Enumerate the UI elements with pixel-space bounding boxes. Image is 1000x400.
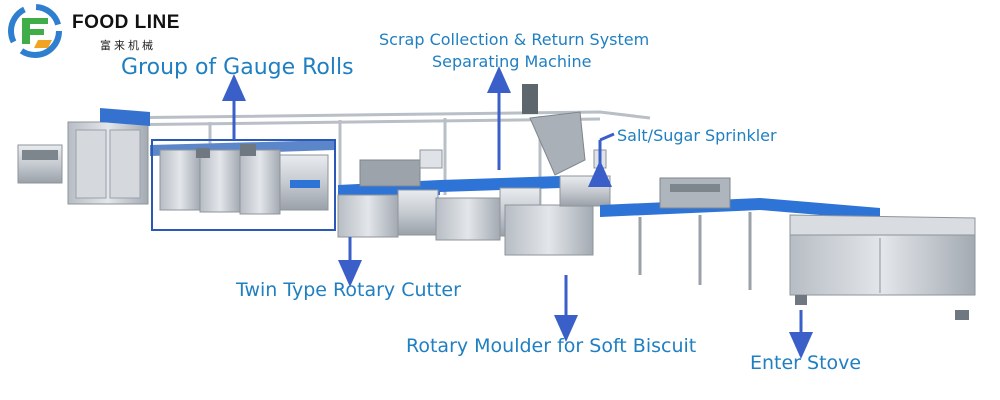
brand-logo: FOOD LINE 富来机械 — [8, 4, 198, 58]
label-twin-rotary-cutter: Twin Type Rotary Cutter — [236, 279, 461, 301]
salt-sugar-sprinkler — [600, 177, 760, 290]
label-rotary-moulder: Rotary Moulder for Soft Biscuit — [406, 335, 697, 357]
label-gauge-rolls: Group of Gauge Rolls — [121, 55, 354, 80]
stove-entrance — [760, 198, 976, 320]
gauge-rolls-machines — [150, 140, 335, 215]
label-enter-stove: Enter Stove — [750, 352, 862, 374]
feeding-unit — [17, 108, 150, 205]
label-scrap-collection: Scrap Collection & Return System — [379, 30, 650, 49]
label-separating-machine: Separating Machine — [432, 52, 592, 71]
separating-machine — [435, 84, 586, 241]
label-salt-sugar-sprinkler: Salt/Sugar Sprinkler — [617, 126, 777, 145]
food-line-logo-icon — [8, 4, 62, 58]
brand-subtitle: 富来机械 — [100, 39, 156, 52]
brand-name: FOOD LINE — [72, 12, 180, 33]
rotary-cutter-machine — [337, 149, 443, 238]
